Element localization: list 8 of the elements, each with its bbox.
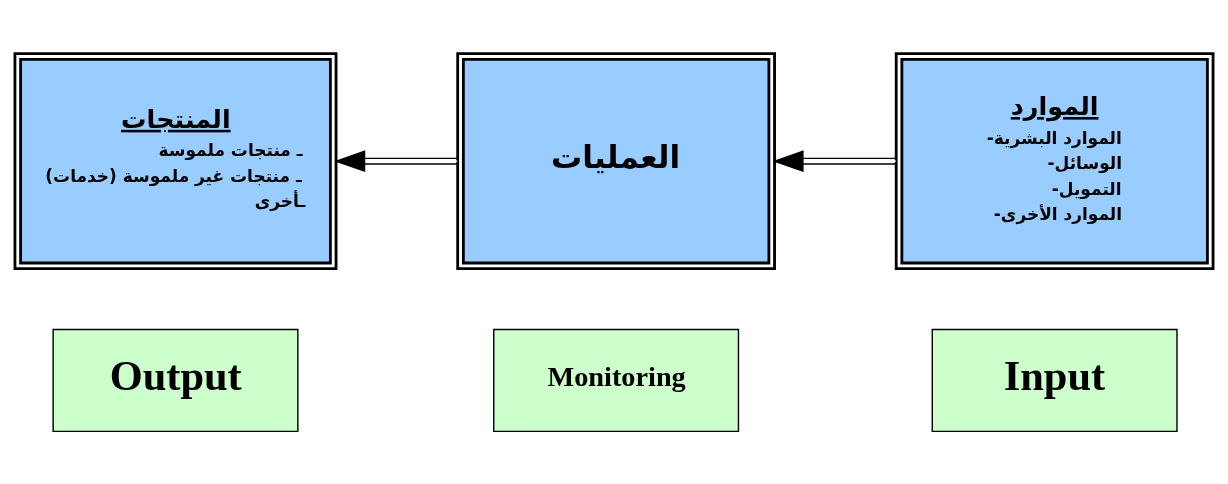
node-box: Monitoring bbox=[493, 328, 740, 432]
node-box: الموارد -الموارد البشرية -الوسائل -التمويل -الموارد الأخرى bbox=[894, 51, 1215, 270]
node-box: Input bbox=[931, 328, 1178, 432]
arrow bbox=[772, 149, 897, 172]
node-box: العمليات bbox=[456, 51, 776, 270]
node-box: Output bbox=[52, 328, 299, 432]
node-box: المنتجات ـ منتجات ملموسة ـ منتجات غير ملموسة (خدمات) ـأخرى bbox=[13, 51, 338, 270]
arrow bbox=[334, 149, 458, 172]
